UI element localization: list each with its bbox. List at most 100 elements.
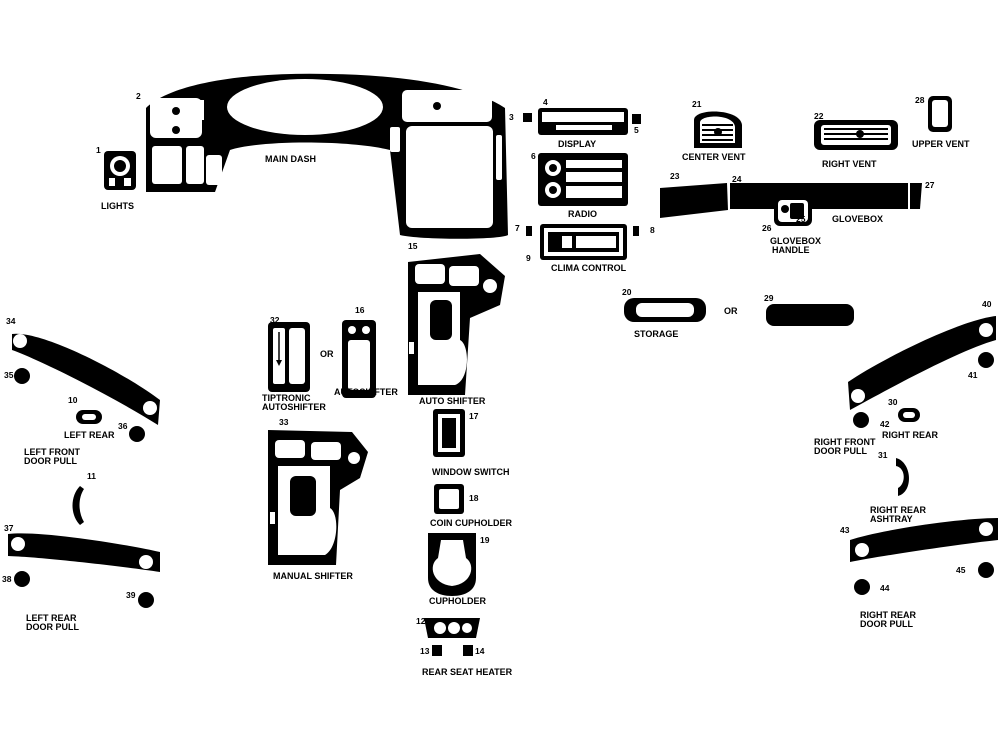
part-27	[910, 183, 922, 209]
part-number: 16	[355, 305, 365, 315]
glovebox-handle-label-line2: HANDLE	[772, 245, 810, 255]
part-number: 31	[878, 450, 888, 460]
part-number: 36	[118, 421, 128, 431]
auto-shifter-part	[408, 254, 505, 395]
part-7	[526, 226, 532, 236]
part-13	[432, 645, 442, 656]
part-number: 28	[915, 95, 925, 105]
part-number: 29	[764, 293, 774, 303]
right-rear-ashtray-part	[896, 458, 910, 496]
right-rear-ashtray-label-line1: RIGHT REAR	[870, 505, 926, 515]
left-front-door-pull-part	[12, 333, 160, 425]
window-switch-label: WINDOW SWITCH	[432, 467, 510, 477]
left-front-door-label-line1: LEFT FRONT	[24, 447, 80, 457]
lights-part	[104, 151, 136, 190]
part-number: 35	[4, 370, 14, 380]
left-rear-part-10	[76, 410, 102, 424]
glovebox-handle-part	[774, 196, 812, 226]
glovebox-part	[730, 183, 908, 209]
part-36	[129, 426, 145, 442]
left-rear-door-label-line1: LEFT REAR	[26, 613, 77, 623]
part-number: 4	[543, 97, 548, 107]
left-rear-door-label-line2: DOOR PULL	[26, 622, 79, 632]
part-number: 37	[4, 523, 14, 533]
part-number: 44	[880, 583, 890, 593]
rear-seat-heater-label: REAR SEAT HEATER	[422, 667, 513, 677]
part-number: 13	[420, 646, 430, 656]
part-number: 33	[279, 417, 289, 427]
left-rear-label: LEFT REAR	[64, 430, 115, 440]
part-number: 22	[814, 111, 824, 121]
part-23	[660, 183, 728, 218]
right-rear-part-30	[898, 408, 920, 422]
rear-seat-heater-part	[424, 618, 480, 638]
center-vent-label: CENTER VENT	[682, 152, 746, 162]
clima-control-label: CLIMA CONTROL	[551, 263, 627, 273]
right-front-door-pull-part	[848, 316, 996, 410]
window-switch-part	[433, 409, 465, 457]
cupholder-label: CUPHOLDER	[429, 596, 487, 606]
tiptronic-label-line1: TIPTRONIC	[262, 393, 311, 403]
part-39	[138, 592, 154, 608]
part-number: 9	[526, 253, 531, 263]
autoshifter-label: AUTOSHIFTER	[334, 387, 398, 397]
part-41	[978, 352, 994, 368]
or-storage-label: OR	[724, 306, 738, 316]
right-rear-ashtray-label-line2: ASHTRAY	[870, 514, 913, 524]
auto-shifter-label: AUTO SHIFTER	[419, 396, 486, 406]
part-number: 27	[925, 180, 935, 190]
right-rear-label: RIGHT REAR	[882, 430, 938, 440]
part-number: 34	[6, 316, 16, 326]
upper-vent-label: UPPER VENT	[912, 139, 970, 149]
cupholder-part	[428, 533, 476, 596]
part-number: 6	[531, 151, 536, 161]
right-rear-door-label-line1: RIGHT REAR	[860, 610, 916, 620]
part-14	[463, 645, 473, 656]
part-number: 11	[87, 471, 96, 481]
part-number: 23	[670, 171, 680, 181]
part-number: 43	[840, 525, 850, 535]
clima-control-part	[540, 224, 627, 260]
tiptronic-label-line2: AUTOSHIFTER	[262, 402, 326, 412]
left-front-door-label-line2: DOOR PULL	[24, 456, 77, 466]
lights-label: LIGHTS	[101, 201, 134, 211]
part-number: 1	[96, 145, 101, 155]
part-42	[853, 412, 869, 428]
manual-shifter-part	[268, 430, 368, 565]
part-number: 3	[509, 112, 514, 122]
storage-part	[624, 298, 706, 322]
part-number: 24	[732, 174, 742, 184]
part-number: 10	[68, 395, 78, 405]
upper-vent-part	[928, 96, 952, 132]
radio-part	[538, 153, 628, 206]
glovebox-handle-label-line1: GLOVEBOX	[770, 236, 822, 246]
part-number: 25	[796, 214, 806, 224]
part-number: 39	[126, 590, 136, 600]
part-number: 18	[469, 493, 479, 503]
part-number: 19	[480, 535, 490, 545]
left-rear-door-pull-part	[8, 533, 160, 572]
part-number: 42	[880, 419, 890, 429]
part-35	[14, 368, 30, 384]
part-number: 20	[622, 287, 632, 297]
right-front-door-label-line2: DOOR PULL	[814, 446, 867, 456]
part-number: 2	[136, 91, 141, 101]
part-number: 21	[692, 99, 702, 109]
part-number: 15	[408, 241, 418, 251]
part-44	[854, 579, 870, 595]
coin-cupholder-part	[434, 484, 464, 514]
part-11	[72, 486, 84, 525]
main-dash-label: MAIN DASH	[265, 154, 316, 164]
right-vent-label: RIGHT VENT	[822, 159, 877, 169]
autoshifter-part	[342, 320, 376, 398]
part-5	[632, 114, 641, 124]
or-shifter-label: OR	[320, 349, 334, 359]
part-number: 45	[956, 565, 966, 575]
coin-cupholder-label: COIN CUPHOLDER	[430, 518, 513, 528]
part-number: 14	[475, 646, 485, 656]
part-29	[766, 304, 854, 326]
part-number: 38	[2, 574, 12, 584]
part-number: 41	[968, 370, 978, 380]
manual-shifter-label: MANUAL SHIFTER	[273, 571, 353, 581]
